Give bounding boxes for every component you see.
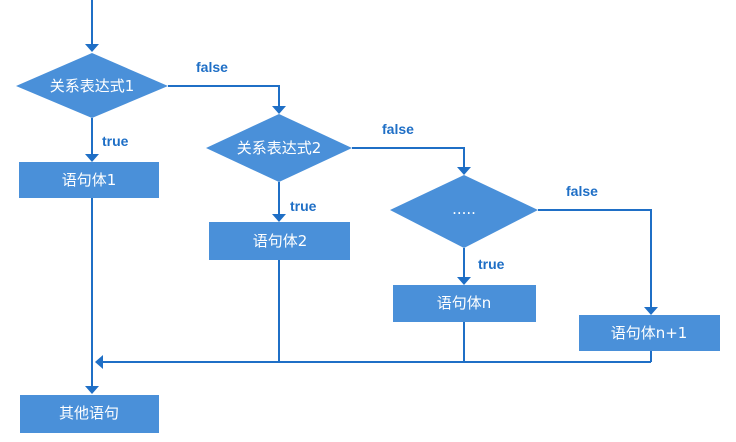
statement-node-n-plus-1: 语句体n+1 bbox=[579, 315, 720, 351]
statement-label-2: 语句体2 bbox=[253, 232, 308, 250]
other-statements-node: 其他语句 bbox=[20, 395, 159, 433]
merge-horizontal-arrowhead bbox=[95, 355, 103, 369]
false-label-2: false bbox=[382, 121, 414, 137]
false-arrowhead-3 bbox=[644, 307, 658, 315]
false-label-3: false bbox=[566, 183, 598, 199]
branch-labels: false true false true false true bbox=[102, 59, 598, 272]
statement-label-1: 语句体1 bbox=[62, 171, 117, 189]
statement-label-n: 语句体n bbox=[437, 294, 492, 312]
true-label-2: true bbox=[290, 198, 317, 214]
decision-diamond-1 bbox=[16, 53, 168, 118]
condition-node-1: 关系表达式1 bbox=[16, 53, 168, 118]
condition-label-3: ..... bbox=[452, 200, 476, 218]
false-label-1: false bbox=[196, 59, 228, 75]
statement-box-n-plus-1 bbox=[579, 315, 720, 351]
statement-label-n-plus-1: 语句体n+1 bbox=[611, 324, 688, 342]
merge-arrowhead-main bbox=[85, 386, 99, 394]
true-arrowhead-3 bbox=[457, 277, 471, 285]
false-arrowhead-2 bbox=[457, 167, 471, 175]
condition-label-2: 关系表达式2 bbox=[237, 139, 322, 157]
statement-box-1 bbox=[19, 162, 159, 198]
statement-node-n: 语句体n bbox=[393, 285, 536, 322]
condition-node-2: 关系表达式2 bbox=[206, 114, 352, 182]
statement-node-2: 语句体2 bbox=[209, 222, 350, 260]
condition-label-1: 关系表达式1 bbox=[50, 77, 135, 95]
decision-diamond-2 bbox=[206, 114, 352, 182]
true-label-3: true bbox=[478, 256, 505, 272]
false-arrowhead-1 bbox=[272, 106, 286, 114]
false-connector-3 bbox=[538, 209, 652, 307]
statement-box-n bbox=[393, 285, 536, 322]
true-arrowhead-2 bbox=[272, 214, 286, 222]
condition-node-3: ..... bbox=[390, 175, 538, 248]
other-statements-box bbox=[20, 395, 159, 433]
statement-box-2 bbox=[209, 222, 350, 260]
true-arrowhead-1 bbox=[85, 154, 99, 162]
entry-arrowhead bbox=[85, 44, 99, 52]
false-connector-2 bbox=[352, 147, 465, 167]
decision-diamond-3 bbox=[390, 175, 538, 248]
false-connector-1 bbox=[168, 85, 280, 106]
connectors bbox=[85, 0, 658, 394]
statement-node-1: 语句体1 bbox=[19, 162, 159, 198]
other-statements-label: 其他语句 bbox=[59, 404, 119, 422]
true-label-1: true bbox=[102, 133, 129, 149]
